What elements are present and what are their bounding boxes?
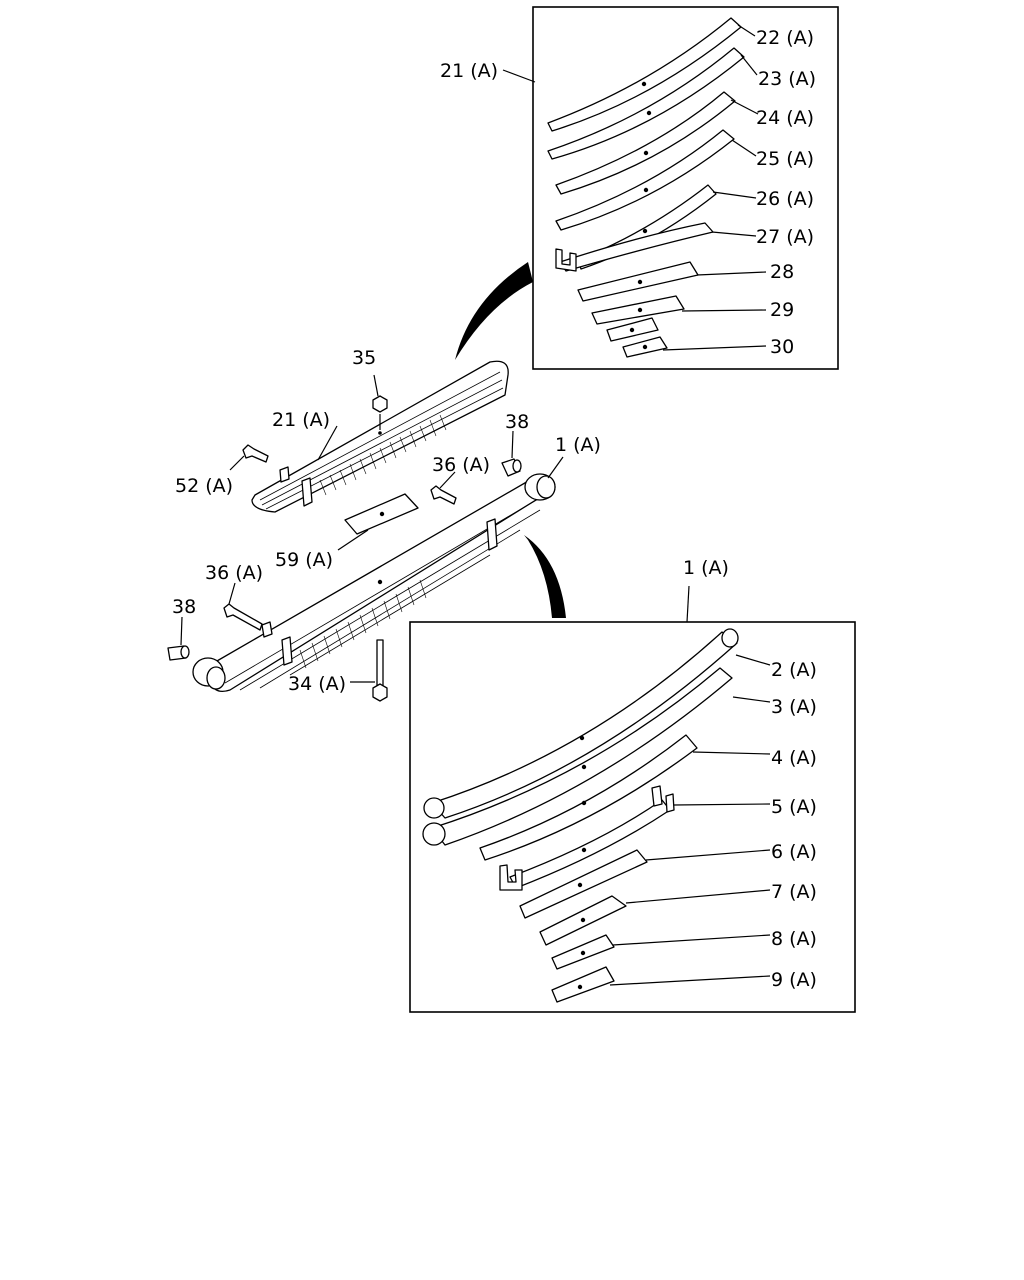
callout-59a: 59 (A) — [275, 549, 333, 571]
main-assembly: 35 21 (A) 38 1 (A) 52 (A) 36 (A) 59 (A) … — [167, 347, 601, 702]
bolt-36a-top — [430, 485, 457, 505]
nut-35 — [372, 395, 388, 413]
callout-30: 30 — [770, 336, 794, 358]
callout-29: 29 — [770, 299, 794, 321]
callout-23a: 23 (A) — [758, 68, 816, 90]
leaf-9 — [551, 966, 615, 1003]
leaf-23 — [547, 47, 745, 160]
main-clip-front — [281, 636, 293, 666]
callout-36a-top: 36 (A) — [432, 454, 490, 476]
leaf-25 — [555, 129, 735, 231]
zoom-arrow-top — [455, 262, 533, 360]
callout-5a: 5 (A) — [771, 796, 817, 818]
leaf-27-clip — [555, 248, 577, 272]
main-clip-rear — [486, 518, 498, 551]
inset-frame-bottom — [409, 621, 856, 1013]
callout-21a: 21 (A) — [272, 409, 330, 431]
bolt-52a — [242, 444, 269, 463]
callout-22a: 22 (A) — [756, 27, 814, 49]
callout-4a: 4 (A) — [771, 747, 817, 769]
callout-38-bottom: 38 — [172, 596, 196, 618]
center-bolt-34a — [376, 639, 384, 689]
inset-frame-top — [532, 6, 839, 370]
callout-34a: 34 (A) — [288, 673, 346, 695]
callout-24a: 24 (A) — [756, 107, 814, 129]
leaf-3 — [431, 667, 733, 846]
callout-21a-inset: 21 (A) — [440, 60, 498, 82]
leaf-6 — [519, 849, 648, 919]
leaf-4 — [479, 734, 698, 861]
callout-2a: 2 (A) — [771, 659, 817, 681]
callout-25a: 25 (A) — [756, 148, 814, 170]
helper-spring — [251, 360, 509, 513]
callout-1a: 1 (A) — [555, 434, 601, 456]
leaf-5-clip — [499, 864, 523, 891]
callout-8a: 8 (A) — [771, 928, 817, 950]
leaf-24 — [555, 91, 736, 195]
callout-28: 28 — [770, 261, 794, 283]
leaf-2 — [431, 631, 738, 819]
helper-spring-inset: 22 (A) 23 (A) 24 (A) 25 (A) 26 (A) 27 (A… — [532, 6, 839, 370]
helper-clip — [301, 477, 313, 507]
callout-3a: 3 (A) — [771, 696, 817, 718]
callout-38-top: 38 — [505, 411, 529, 433]
callout-9a: 9 (A) — [771, 969, 817, 991]
callout-1a-inset: 1 (A) — [683, 557, 729, 579]
callout-35: 35 — [352, 347, 376, 369]
zoom-arrow-bottom — [524, 535, 566, 618]
callout-27a: 27 (A) — [756, 226, 814, 248]
callout-52a: 52 (A) — [175, 475, 233, 497]
callout-36a-bottom: 36 (A) — [205, 562, 263, 584]
callout-6a: 6 (A) — [771, 841, 817, 863]
bolt-36a-bottom — [223, 603, 263, 631]
callout-26a: 26 (A) — [756, 188, 814, 210]
main-spring-inset: 1 (A) — [409, 557, 856, 1013]
callout-7a: 7 (A) — [771, 881, 817, 903]
